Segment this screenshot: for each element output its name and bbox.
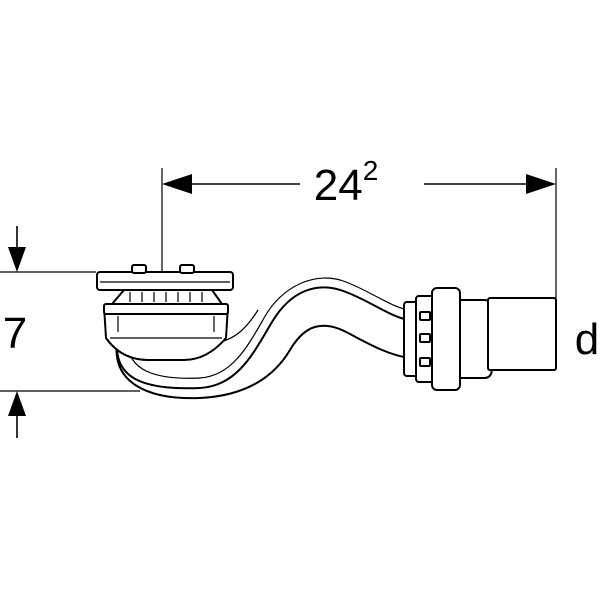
length-dimension: 242 xyxy=(161,155,557,298)
arrow-right-icon xyxy=(526,174,556,194)
drain-body xyxy=(103,305,229,361)
height-dimension: 7 xyxy=(0,226,140,438)
diameter-label: d xyxy=(575,315,599,364)
height-value: 7 xyxy=(3,309,27,358)
cover-clip-right xyxy=(179,264,195,274)
coupling-nut xyxy=(431,287,461,391)
grate-cage xyxy=(111,289,223,305)
grate-slots xyxy=(129,292,203,302)
arrow-up-icon xyxy=(8,391,26,416)
outlet-pipe xyxy=(487,297,557,371)
drain-grate xyxy=(96,264,234,332)
arrow-left-icon xyxy=(162,174,192,194)
cover-clip-left xyxy=(131,264,147,274)
grate-cover xyxy=(96,271,234,291)
grate-flange xyxy=(103,303,229,315)
outlet-connector xyxy=(403,287,493,391)
arrow-down-icon xyxy=(8,247,26,272)
length-value: 242 xyxy=(314,155,379,210)
